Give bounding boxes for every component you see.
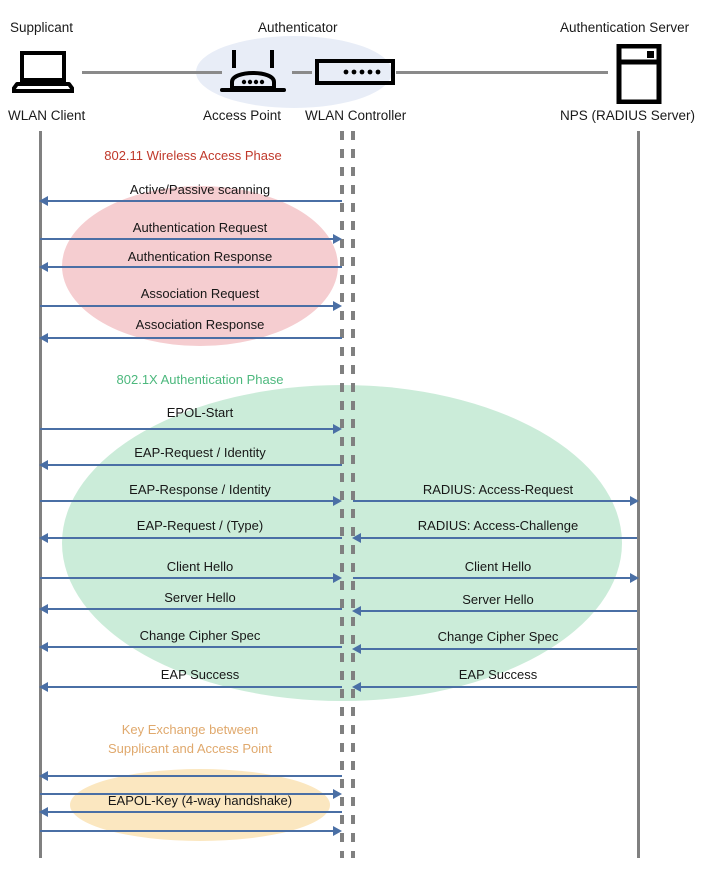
- message-label-left-5: EPOL-Start: [166, 405, 234, 420]
- message-arrow-left-14: [40, 793, 334, 795]
- message-arrow-left-7: [40, 500, 334, 502]
- message-arrow-left-3: [40, 305, 334, 307]
- message-arrowhead-right-1: [352, 533, 361, 543]
- message-arrow-left-11: [48, 646, 342, 648]
- message-arrowhead-left-9: [333, 573, 342, 583]
- message-arrowhead-left-4: [39, 333, 48, 343]
- message-arrow-left-10: [48, 608, 342, 610]
- lifeline-wlan-controller: [351, 131, 355, 858]
- message-label-right-5: EAP Success: [458, 667, 538, 682]
- phase-label-key-exchange: Key Exchange between Supplicant and Acce…: [107, 722, 273, 756]
- message-arrowhead-right-5: [352, 682, 361, 692]
- server-icon: [616, 43, 662, 109]
- message-arrow-right-0: [353, 500, 637, 502]
- message-label-right-3: Server Hello: [462, 592, 534, 607]
- message-arrow-left-4: [48, 337, 342, 339]
- message-arrow-left-1: [40, 238, 334, 240]
- message-label-right-4: Change Cipher Spec: [437, 629, 559, 644]
- message-arrow-right-1: [361, 537, 637, 539]
- lifeline-auth-server: [637, 131, 640, 858]
- message-arrowhead-left-14: [333, 789, 342, 799]
- lifeline-access-point: [340, 131, 344, 858]
- message-arrow-left-15: [48, 811, 342, 813]
- message-arrowhead-left-1: [333, 234, 342, 244]
- message-label-left-8: EAP-Request / (Type): [136, 518, 264, 533]
- message-arrow-left-5: [40, 428, 334, 430]
- message-label-left-11: Change Cipher Spec: [139, 628, 261, 643]
- message-arrowhead-left-12: [39, 682, 48, 692]
- message-label-left-2: Authentication Response: [127, 249, 273, 264]
- phase-label-wireless-access: 802.11 Wireless Access Phase: [104, 148, 282, 163]
- message-arrow-left-16: [40, 830, 334, 832]
- message-label-right-0: RADIUS: Access-Request: [422, 482, 574, 497]
- message-arrow-right-2: [353, 577, 637, 579]
- message-arrowhead-left-2: [39, 262, 48, 272]
- phase-ellipse-key-exchange: [70, 769, 330, 841]
- message-arrow-left-2: [48, 266, 342, 268]
- message-arrow-left-8: [48, 537, 342, 539]
- message-arrowhead-left-8: [39, 533, 48, 543]
- actor-caption-access-point: Access Point: [203, 108, 282, 123]
- message-arrowhead-left-3: [333, 301, 342, 311]
- message-arrowhead-left-0: [39, 196, 48, 206]
- message-arrow-left-6: [48, 464, 342, 466]
- link-client-to-ap: [82, 71, 222, 74]
- lifeline-supplicant: [39, 131, 42, 858]
- message-arrowhead-left-6: [39, 460, 48, 470]
- laptop-icon: [10, 50, 76, 99]
- message-label-left-0: Active/Passive scanning: [129, 182, 271, 197]
- access-point-icon: [218, 48, 288, 99]
- message-label-left-7: EAP-Response / Identity: [129, 482, 271, 497]
- message-arrowhead-right-4: [352, 644, 361, 654]
- message-label-right-2: Client Hello: [464, 559, 532, 574]
- actor-caption-wlan-client: WLAN Client: [8, 108, 86, 123]
- actor-caption-wlan-controller: WLAN Controller: [305, 108, 407, 123]
- message-label-left-15: EAPOL-Key (4-way handshake): [107, 793, 293, 808]
- message-arrow-right-5: [361, 686, 637, 688]
- actor-title-auth-server: Authentication Server: [560, 20, 690, 35]
- message-arrowhead-left-5: [333, 424, 342, 434]
- actor-title-authenticator: Authenticator: [258, 20, 338, 35]
- link-ap-to-controller: [292, 71, 312, 74]
- link-controller-to-nps: [396, 71, 608, 74]
- actor-title-supplicant: Supplicant: [10, 20, 74, 35]
- phase-label-dot1x-auth: 802.1X Authentication Phase: [116, 372, 284, 387]
- message-arrowhead-left-10: [39, 604, 48, 614]
- message-arrow-left-12: [48, 686, 342, 688]
- message-label-left-1: Authentication Request: [132, 220, 268, 235]
- message-label-right-1: RADIUS: Access-Challenge: [417, 518, 579, 533]
- message-arrowhead-right-0: [630, 496, 639, 506]
- message-label-left-3: Association Request: [140, 286, 260, 301]
- message-arrow-left-13: [48, 775, 342, 777]
- message-arrowhead-left-11: [39, 642, 48, 652]
- message-label-left-9: Client Hello: [166, 559, 234, 574]
- wlan-controller-icon: [315, 58, 395, 91]
- message-arrowhead-left-16: [333, 826, 342, 836]
- message-arrow-left-9: [40, 577, 334, 579]
- message-label-left-12: EAP Success: [160, 667, 240, 682]
- message-label-left-10: Server Hello: [164, 590, 236, 605]
- message-arrowhead-left-7: [333, 496, 342, 506]
- message-arrowhead-right-3: [352, 606, 361, 616]
- message-arrow-left-0: [48, 200, 342, 202]
- message-arrowhead-left-13: [39, 771, 48, 781]
- message-label-left-6: EAP-Request / Identity: [134, 445, 266, 460]
- actor-caption-nps: NPS (RADIUS Server): [560, 108, 696, 123]
- message-label-left-4: Association Response: [135, 317, 265, 332]
- message-arrowhead-left-15: [39, 807, 48, 817]
- message-arrow-right-4: [361, 648, 637, 650]
- message-arrowhead-right-2: [630, 573, 639, 583]
- message-arrow-right-3: [361, 610, 637, 612]
